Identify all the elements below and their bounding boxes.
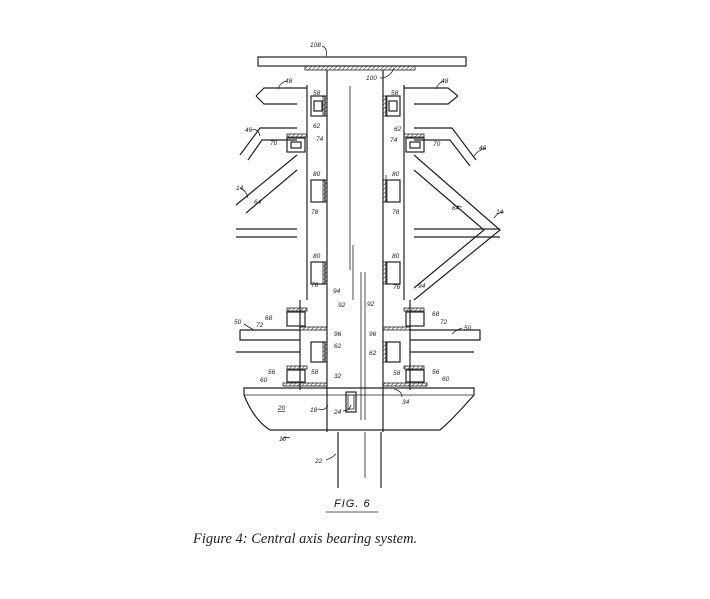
label-14-left: 14 bbox=[236, 185, 244, 192]
label-80-lower-left: 80 bbox=[313, 253, 321, 260]
label-108: 108 bbox=[310, 42, 321, 49]
figure-title: FIG. 6 bbox=[334, 498, 371, 510]
label-14-right: 14 bbox=[496, 209, 504, 216]
label-60-left: 60 bbox=[260, 377, 268, 384]
label-24: 24 bbox=[333, 409, 342, 416]
label-80-upper-right: 80 bbox=[392, 171, 400, 178]
label-58-upper-left: 58 bbox=[313, 90, 321, 97]
label-70-right: 70 bbox=[433, 141, 441, 148]
label-60-right: 60 bbox=[442, 376, 450, 383]
upper-arms bbox=[255, 87, 459, 105]
label-80-lower-right: 80 bbox=[392, 253, 400, 260]
label-50-right: 50 bbox=[464, 325, 472, 332]
label-64-left: 64 bbox=[254, 199, 262, 206]
label-58-lower-right: 58 bbox=[393, 370, 401, 377]
label-56-right: 56 bbox=[432, 369, 440, 376]
label-62-upper-right: 62 bbox=[394, 126, 402, 133]
label-46-left: 46 bbox=[245, 127, 253, 134]
base-20 bbox=[243, 387, 475, 431]
label-78-right: 78 bbox=[392, 209, 400, 216]
top-plate bbox=[257, 56, 467, 71]
housing-walls bbox=[299, 85, 411, 390]
label-48-left: 48 bbox=[285, 78, 293, 85]
label-76-right: 76 bbox=[393, 284, 401, 291]
label-70-left: 70 bbox=[270, 140, 278, 147]
label-20: 20 bbox=[277, 405, 286, 412]
leader-lines bbox=[239, 45, 505, 461]
label-18: 18 bbox=[310, 407, 318, 414]
label-80-upper-left: 80 bbox=[313, 171, 321, 178]
label-22: 22 bbox=[314, 458, 323, 465]
label-34: 34 bbox=[402, 399, 410, 406]
label-64-right: 64 bbox=[452, 205, 460, 212]
label-94-right: 94 bbox=[418, 283, 426, 290]
lower-shaft bbox=[337, 432, 382, 488]
label-72-right: 72 bbox=[440, 319, 448, 326]
label-94-left: 94 bbox=[333, 288, 341, 295]
hatched-washers bbox=[282, 95, 428, 387]
label-32: 32 bbox=[334, 373, 342, 380]
label-62-upper-left: 62 bbox=[313, 123, 321, 130]
label-74-right: 74 bbox=[390, 137, 398, 144]
label-76-left: 76 bbox=[311, 282, 319, 289]
diagonal-struts bbox=[235, 154, 501, 301]
label-96-left: 96 bbox=[334, 331, 342, 338]
label-74-left: 74 bbox=[316, 136, 324, 143]
label-92-right: 92 bbox=[367, 301, 375, 308]
label-56-left: 56 bbox=[268, 369, 276, 376]
mid-crossbar bbox=[236, 228, 500, 238]
label-46-right: 46 bbox=[479, 145, 487, 152]
plates-50 bbox=[236, 329, 481, 353]
label-92-left: 92 bbox=[338, 302, 346, 309]
label-100: 100 bbox=[366, 75, 377, 82]
arms-46 bbox=[239, 127, 477, 167]
label-68-right: 68 bbox=[432, 311, 440, 318]
label-72-left: 72 bbox=[256, 322, 264, 329]
label-96-right: 96 bbox=[369, 331, 377, 338]
figure-caption: Figure 4: Central axis bearing system. bbox=[193, 531, 418, 547]
label-68-left: 68 bbox=[265, 315, 273, 322]
label-62-lower-right: 62 bbox=[369, 350, 377, 357]
label-48-right: 48 bbox=[441, 78, 449, 85]
central-shaft bbox=[326, 70, 387, 432]
label-58-lower-left: 58 bbox=[311, 369, 319, 376]
label-62-lower-left: 62 bbox=[334, 343, 342, 350]
label-58-upper-right: 58 bbox=[391, 90, 399, 97]
label-78-left: 78 bbox=[311, 209, 319, 216]
reference-numerals: 108 100 48 48 58 58 62 62 46 46 70 70 74… bbox=[234, 42, 504, 465]
label-10: 10 bbox=[279, 436, 287, 443]
label-50-left: 50 bbox=[234, 319, 242, 326]
